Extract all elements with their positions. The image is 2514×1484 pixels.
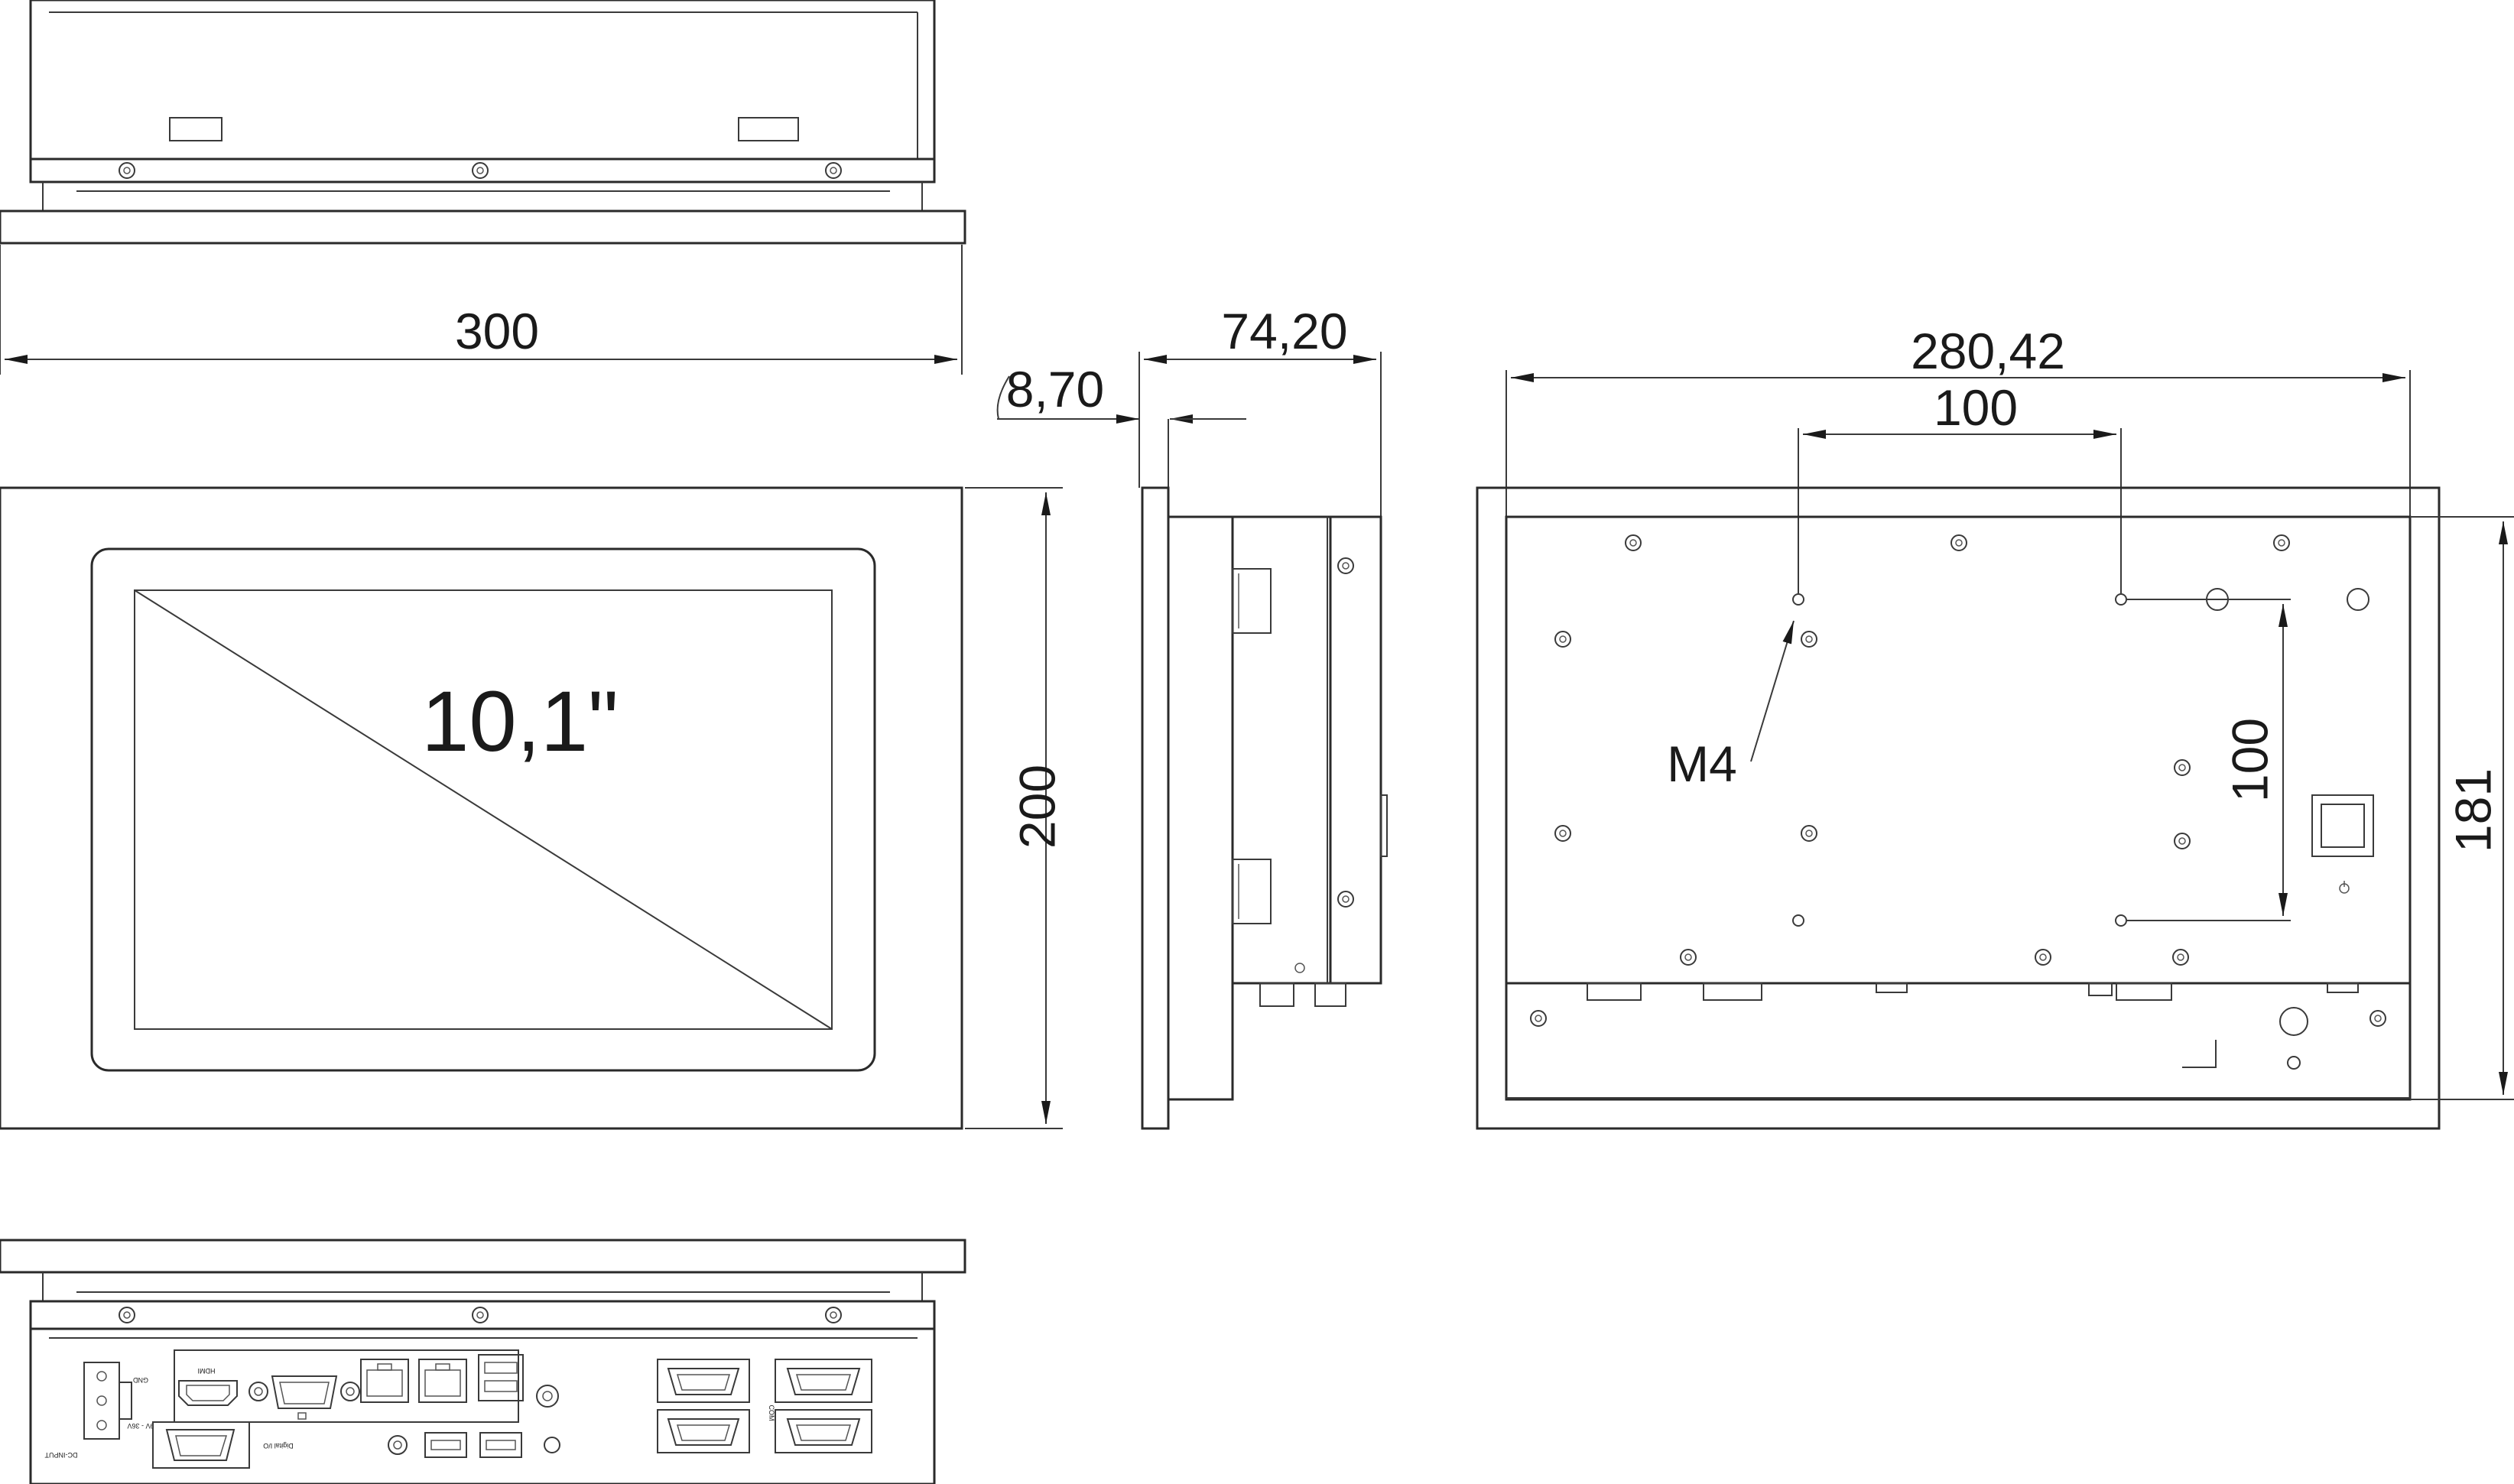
front-bezel (0, 486, 963, 1130)
top-latch-left (169, 117, 222, 141)
monitor-icon (297, 1412, 307, 1420)
side-latch-bottom (1232, 859, 1272, 924)
rear-bezel (1476, 486, 2441, 1130)
voltage-label: 9V - 36V (127, 1422, 154, 1430)
rear-screws (1530, 534, 2386, 1027)
side-depth-label: 74,20 (1221, 303, 1347, 359)
power-icon (2339, 881, 2350, 894)
dc-input-connector: DC-INPUT 9V - 36V GND (44, 1362, 154, 1459)
side-body (1231, 515, 1332, 985)
vesa-hole (2115, 593, 2127, 606)
usb-stack (478, 1354, 524, 1401)
digital-io-label: Digital I/O (263, 1442, 294, 1450)
io-panel (29, 1327, 936, 1484)
screw-icon (1337, 557, 1354, 574)
digital-io-port: Digital I/O (165, 1429, 294, 1461)
side-housing (1167, 515, 1234, 1101)
bottom-view: DC-INPUT 9V - 36V GND HDMI (0, 1239, 966, 1484)
rear-plate (1505, 515, 2412, 1101)
hdmi-label: HDMI (198, 1367, 216, 1375)
com-label: COM (768, 1405, 775, 1421)
rear-width-label: 280,42 (1911, 323, 2065, 379)
gnd-label: GND (133, 1376, 149, 1384)
usb-port (479, 1432, 522, 1458)
mount-thread-label: M4 (1667, 736, 1737, 792)
led-indicator (388, 1435, 408, 1455)
screw-icon (825, 1307, 842, 1323)
screw-icon (472, 1307, 489, 1323)
screen-frame (90, 547, 876, 1072)
side-latch-top (1232, 568, 1272, 634)
side-view: 74,20 8,70 (996, 303, 1388, 1130)
screw-icon (119, 1307, 135, 1323)
com-port (775, 1409, 872, 1453)
screen-diagonal (134, 589, 833, 1030)
screen-size-label: 10,1" (421, 674, 619, 769)
dc-input-label: DC-INPUT (44, 1451, 77, 1459)
vesa-hole (2115, 914, 2127, 927)
com-port (775, 1359, 872, 1403)
bottom-bezel (0, 1239, 966, 1274)
vesa-horizontal-label: 100 (1934, 379, 2018, 436)
screw-icon (825, 162, 842, 179)
audio-jack (536, 1385, 559, 1408)
vesa-hole (1792, 914, 1804, 927)
side-bezel (1141, 486, 1170, 1130)
usb-port (424, 1432, 467, 1458)
side-bezel-label: 8,70 (1006, 361, 1104, 417)
com-port (657, 1359, 750, 1403)
front-view: 300 10,1" 200 (0, 245, 1065, 1130)
vesa-vertical-label: 100 (2221, 718, 2278, 802)
screw-icon (119, 162, 135, 179)
lan-port (360, 1359, 409, 1403)
side-rear-plate (1329, 515, 1382, 985)
top-bezel (0, 209, 966, 245)
lan-port (418, 1359, 467, 1403)
top-view (0, 0, 966, 245)
rear-height-label: 181 (2444, 768, 2501, 852)
front-height-label: 200 (1009, 765, 1065, 849)
power-switch (2311, 794, 2374, 857)
vga-port (248, 1375, 360, 1420)
rear-view: 280,42 100 (1476, 323, 2514, 1130)
vesa-hole (1792, 593, 1804, 606)
hdmi-port: HDMI (178, 1367, 238, 1406)
top-latch-right (738, 117, 799, 141)
front-width-label: 300 (455, 303, 539, 359)
com-port (657, 1409, 750, 1453)
screw-icon (1337, 891, 1354, 908)
screw-icon (472, 162, 489, 179)
display-area (134, 589, 833, 1030)
